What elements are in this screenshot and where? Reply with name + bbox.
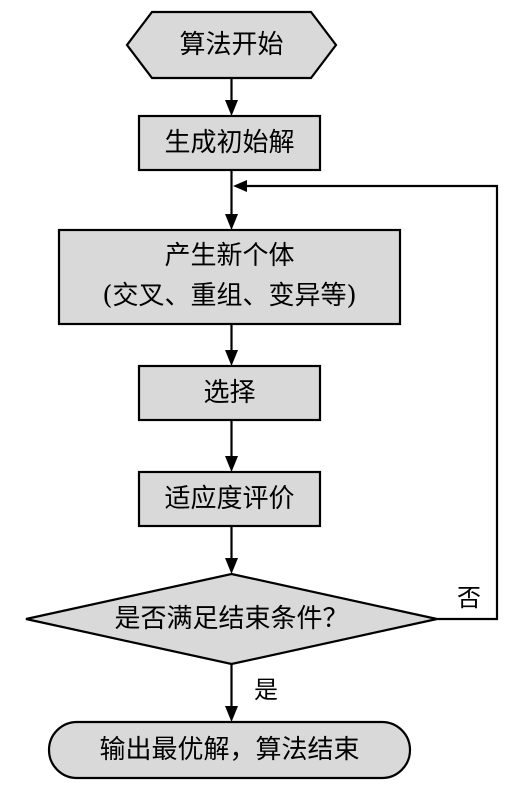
- decision-node-label: 是否满足结束条件？: [114, 604, 348, 634]
- no-branch-label: 否: [457, 584, 481, 612]
- arrowhead-init-generate: [225, 214, 238, 230]
- yes-branch-label: 是: [254, 676, 278, 704]
- arrowhead-select-evaluate: [225, 456, 238, 472]
- end-node-shape: [47, 720, 412, 780]
- init-node-shape: [137, 114, 322, 172]
- start-node-label: 算法开始: [179, 30, 283, 60]
- edge-decision-loop-back: [247, 184, 499, 621]
- evaluate-node-shape: [137, 470, 322, 528]
- evaluate-node-label: 适应度评价: [164, 484, 294, 514]
- arrowhead-decision-end: [225, 706, 238, 722]
- select-node-label: 选择: [203, 378, 255, 408]
- arrowhead-evaluate-decision: [225, 558, 238, 574]
- end-node-label: 输出最优解，算法结束: [99, 735, 359, 765]
- init-node-label: 生成初始解: [164, 128, 294, 158]
- arrowhead-generate-select: [225, 350, 238, 366]
- arrowhead-start-init: [225, 100, 238, 116]
- generate-node-label-line2: (交叉、重组、变异等): [102, 281, 356, 311]
- generate-node-label-line1: 产生新个体: [164, 241, 294, 271]
- start-node-shape: [125, 10, 338, 80]
- select-node-shape: [137, 364, 322, 422]
- arrowhead-loop-back: [233, 180, 247, 192]
- generate-node-shape: [57, 228, 402, 326]
